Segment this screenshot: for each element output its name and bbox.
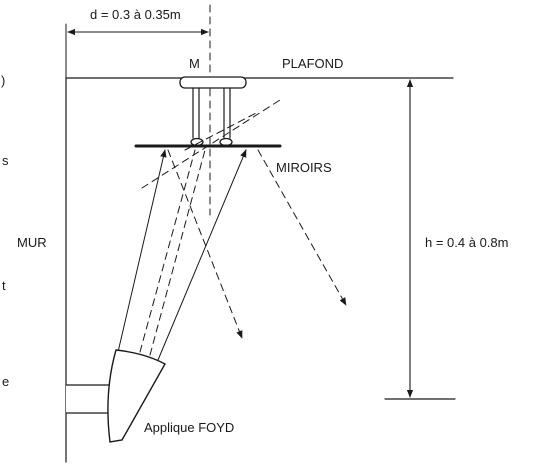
- reflected-ray-2: [257, 149, 347, 306]
- edge-fragment-paren: ): [1, 73, 5, 88]
- mirror-pivot-right: [219, 137, 233, 147]
- incident-ray-right: [157, 149, 247, 361]
- mount-plate: [179, 76, 247, 89]
- distance-label: d = 0.3 à 0.35m: [90, 7, 181, 22]
- edge-fragment-t: t: [2, 278, 6, 293]
- ceiling-label: PLAFOND: [282, 56, 343, 71]
- height-label: h = 0.4 à 0.8m: [425, 235, 508, 250]
- dashed-ray-wide-2: [184, 111, 259, 151]
- lamp-housing: [107, 349, 166, 443]
- dashed-ray-up-1: [139, 149, 196, 353]
- wall-label: MUR: [17, 235, 47, 250]
- incident-ray-left: [117, 149, 167, 353]
- mount-label: M: [189, 56, 200, 71]
- reflected-ray-1: [167, 149, 243, 339]
- mirrors-label: MIROIRS: [276, 160, 332, 175]
- edge-fragment-s: s: [2, 153, 9, 168]
- dashed-ray-wide: [141, 99, 281, 189]
- edge-fragment-e: e: [2, 374, 9, 389]
- lamp-arm: [66, 384, 113, 414]
- fixture-label: Applique FOYD: [144, 420, 234, 435]
